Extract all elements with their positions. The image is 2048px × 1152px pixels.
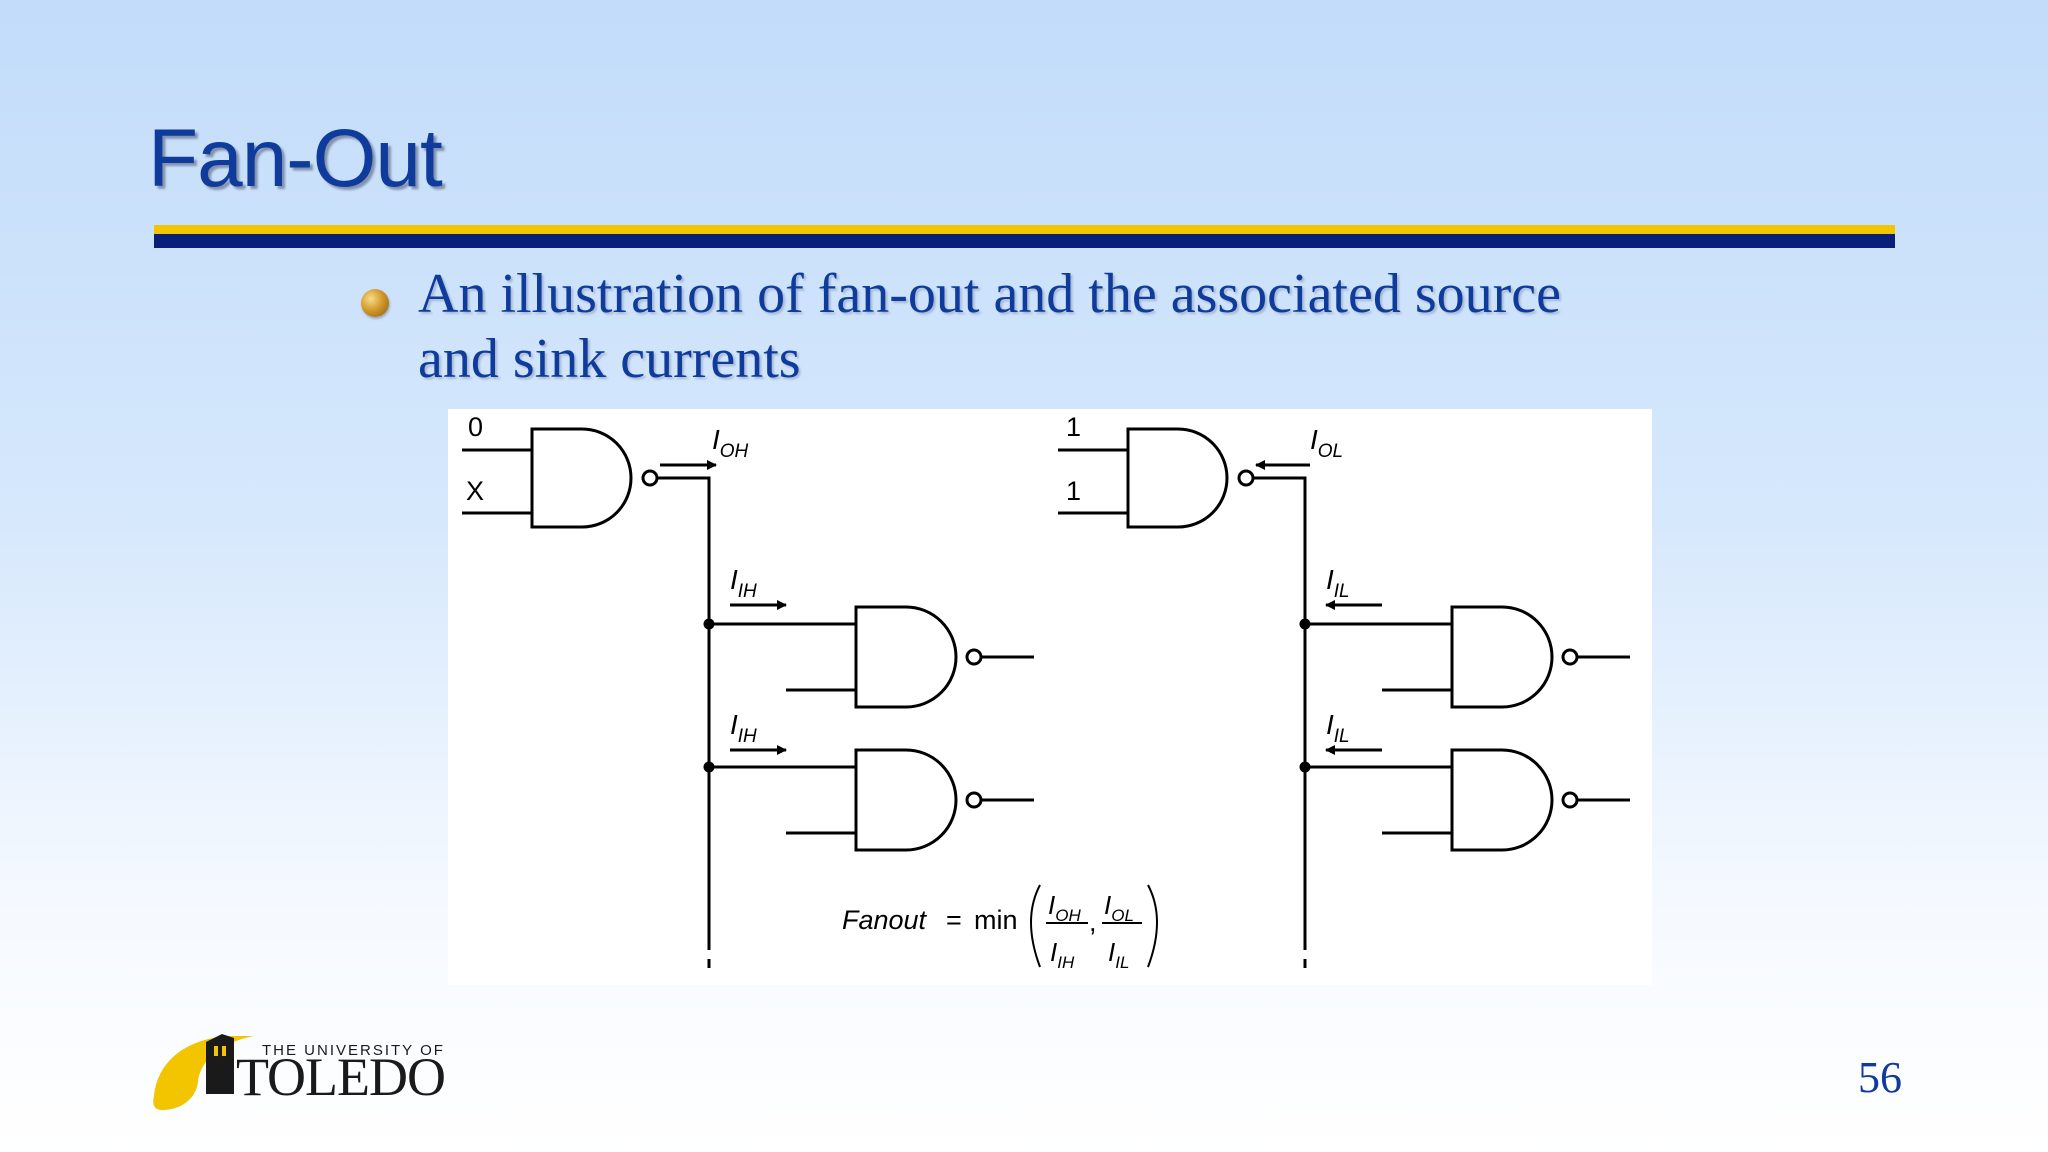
formula-left-paren (1030, 884, 1041, 968)
junction-dot (1299, 618, 1311, 630)
left-input-label-a: 0 (468, 412, 483, 442)
logo-small-text: THE UNIVERSITY OF (262, 1042, 445, 1059)
left-load-nand-gate-2 (709, 748, 1034, 852)
fanout-circuit-diagram: 0 X 1 1 IOH IOL IIH IIH IIL IIL Fanout =… (462, 412, 1630, 972)
iil-label-1: IIL (1326, 564, 1350, 602)
svg-text:IOH: IOH (1048, 890, 1081, 925)
title-rule-navy (154, 234, 1895, 248)
page-number: 56 (1858, 1053, 1902, 1102)
svg-text:IOL: IOL (1104, 890, 1134, 925)
title-rule-gold (154, 225, 1895, 234)
iil-label-2: IIL (1326, 709, 1350, 747)
right-input-label-b: 1 (1066, 476, 1081, 506)
junction-dot (703, 761, 715, 773)
bullet-text: An illustration of fan-out and the assoc… (418, 262, 1718, 392)
formula-min: min (974, 905, 1018, 935)
junction-dot (1299, 761, 1311, 773)
logo-big-text: TOLEDO (236, 1047, 446, 1107)
ioh-label: IOH (712, 424, 749, 462)
formula-comma: , (1089, 907, 1097, 937)
slide-title: Fan-Out (148, 113, 443, 204)
bullet-orb-icon (361, 289, 389, 317)
formula-lhs: Fanout (842, 905, 928, 935)
university-logo-icon (153, 1034, 254, 1110)
left-driver-nand-gate (462, 427, 711, 969)
formula-equals: = (946, 905, 962, 935)
right-load-nand-gate-2 (1305, 748, 1630, 852)
left-load-nand-gate-1 (709, 605, 1034, 709)
fanout-figure: 0 X 1 1 IOH IOL IIH IIH IIL IIL Fanout =… (448, 409, 1652, 985)
junction-dot (703, 618, 715, 630)
bullet-line-1: An illustration of fan-out and the assoc… (418, 263, 1561, 325)
iol-label: IOL (1310, 424, 1343, 462)
iih-label-2: IIH (730, 709, 757, 747)
formula-right-paren (1147, 884, 1158, 968)
iih-label-1: IIH (730, 564, 757, 602)
svg-text:IIH: IIH (1050, 937, 1075, 972)
fanout-formula: Fanout = min IOH IIH , IOL IIL (842, 884, 1158, 972)
right-driver-nand-gate (1058, 427, 1307, 969)
right-input-label-a: 1 (1066, 412, 1081, 442)
right-load-nand-gate-1 (1305, 605, 1630, 709)
bullet-line-2: and sink currents (418, 328, 801, 390)
left-input-label-b: X (466, 476, 484, 506)
svg-text:IIL: IIL (1108, 937, 1129, 972)
